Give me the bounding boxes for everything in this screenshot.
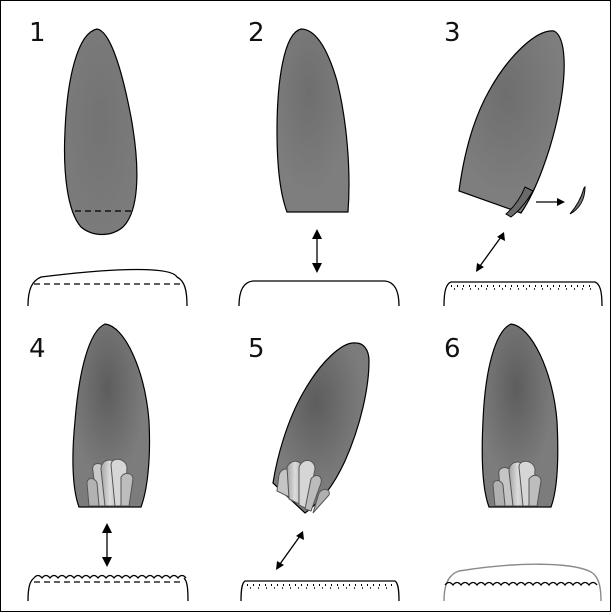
arrow-3-diag-shaft xyxy=(480,237,501,266)
arrow-5-shaft xyxy=(280,536,300,564)
capsule-3 xyxy=(459,31,564,213)
panel-6 xyxy=(444,324,601,601)
capsule-1 xyxy=(65,29,137,235)
arrow-5-head-top xyxy=(296,531,304,540)
deposits-4 xyxy=(87,459,133,506)
step-4-number: 4 xyxy=(29,334,46,364)
substrate-1 xyxy=(28,270,187,307)
substrate-6-wave xyxy=(445,583,597,586)
panel-3 xyxy=(444,31,602,306)
arrow-2-head-bottom xyxy=(312,263,322,273)
deposit-4-e xyxy=(87,479,99,507)
step-3-number: 3 xyxy=(444,18,461,48)
arrow-3-diag-head-top xyxy=(497,232,505,241)
panel-5 xyxy=(241,343,399,601)
step-6-number: 6 xyxy=(444,334,461,364)
arrow-4-head-top xyxy=(102,523,112,533)
substrate-2 xyxy=(239,281,399,306)
step-1-number: 1 xyxy=(29,18,46,48)
arrow-3-right-head xyxy=(557,198,565,206)
panel-4 xyxy=(28,324,188,601)
panel-2 xyxy=(239,29,399,306)
arrow-4-head-bottom xyxy=(102,557,112,567)
panel-1 xyxy=(28,29,187,306)
step-5-number: 5 xyxy=(248,334,265,364)
fragment-3 xyxy=(570,187,585,214)
step-2-number: 2 xyxy=(248,18,265,48)
arrow-2-head-top xyxy=(312,229,322,239)
capsule-2 xyxy=(277,29,349,212)
arrow-3-diag-head-bottom xyxy=(476,263,484,272)
arrow-5-head-bottom xyxy=(276,561,284,570)
deposit-6-e xyxy=(493,481,505,507)
substrate-4-wave xyxy=(34,576,186,579)
